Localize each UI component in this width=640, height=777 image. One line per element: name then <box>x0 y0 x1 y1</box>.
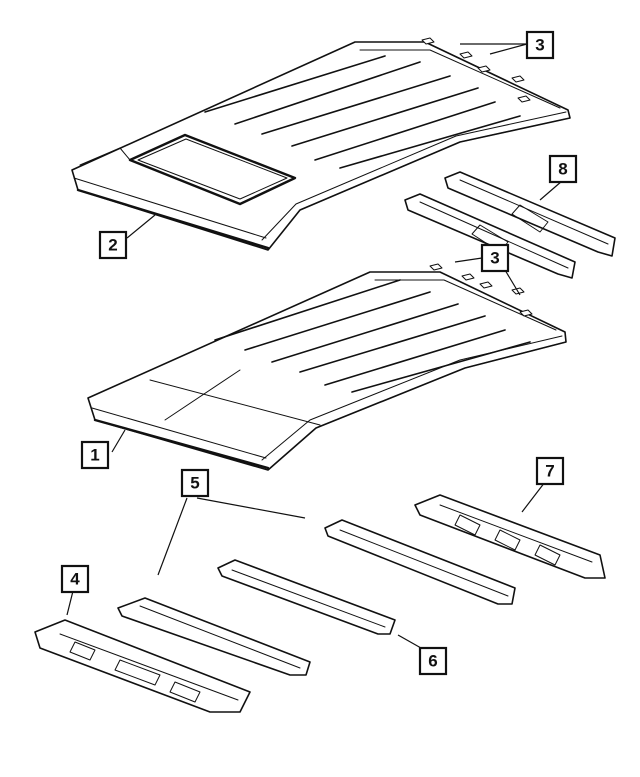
roof-panel <box>87 271 567 471</box>
callout-8-label: 8 <box>558 160 567 179</box>
rear-header-part-7 <box>414 494 606 579</box>
roof-bow-part-5b <box>117 597 311 676</box>
callout-3-lower: 3 <box>480 243 510 273</box>
roof-bow-part-8 <box>444 171 616 257</box>
callout-4-label: 4 <box>70 570 80 589</box>
roof-pads-upper <box>421 37 531 103</box>
callout-7-label: 7 <box>545 462 554 481</box>
callout-4: 4 <box>60 564 90 594</box>
callout-1: 1 <box>80 440 110 470</box>
roof-bow-part-8b <box>404 193 576 279</box>
callout-3-upper: 3 <box>525 30 555 60</box>
callout-6: 6 <box>418 646 448 676</box>
callout-7: 7 <box>535 456 565 486</box>
callout-5-label: 5 <box>190 474 199 493</box>
callout-8: 8 <box>548 154 578 184</box>
callout-5: 5 <box>180 468 210 498</box>
leader-lines <box>66 43 563 649</box>
roof-pads-lower <box>429 263 533 317</box>
callout-3-upper-label: 3 <box>535 36 544 55</box>
callout-2-label: 2 <box>108 236 117 255</box>
callout-6-label: 6 <box>428 652 437 671</box>
roof-bow-part-6 <box>217 559 396 635</box>
front-header-part-4 <box>34 619 251 713</box>
callout-3-lower-label: 3 <box>490 249 499 268</box>
callout-1-label: 1 <box>90 446 99 465</box>
callout-2: 2 <box>98 230 128 260</box>
roof-bow-part-5a <box>324 519 516 605</box>
roof-panel-sunroof <box>71 41 571 251</box>
